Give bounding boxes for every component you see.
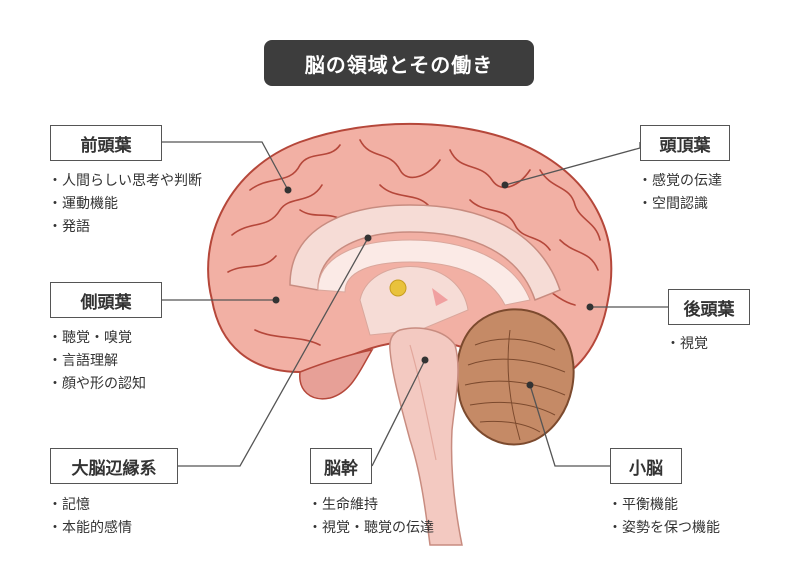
list-frontal-functions: 人間らしい思考や判断 運動機能 発語 [48,170,202,239]
list-limbic-functions: 記憶 本能的感情 [48,494,132,540]
label-limbic-system: 大脳辺縁系 [50,448,178,484]
list-item: 生命維持 [308,494,434,517]
list-item: 感覚の伝達 [638,170,722,193]
cerebellum-folia [464,329,566,441]
list-temporal-functions: 聴覚・嗅覚 言語理解 顔や形の認知 [48,327,146,396]
diagram-title: 脳の領域とその働き [264,40,534,86]
list-item: 聴覚・嗅覚 [48,327,146,350]
list-item: 人間らしい思考や判断 [48,170,202,193]
pineal [432,288,448,306]
list-cerebellum-functions: 平衡機能 姿勢を保つ機能 [608,494,720,540]
list-item: 記憶 [48,494,132,517]
list-item: 姿勢を保つ機能 [608,517,720,540]
list-parietal-functions: 感覚の伝達 空間認識 [638,170,722,216]
label-occipital-lobe: 後頭葉 [668,289,750,325]
list-occipital-functions: 視覚 [666,333,708,356]
label-frontal-lobe: 前頭葉 [50,125,162,161]
list-brainstem-functions: 生命維持 視覚・聴覚の伝達 [308,494,434,540]
label-brainstem: 脳幹 [310,448,372,484]
cerebellum-shape [456,308,575,446]
list-item: 視覚 [666,333,708,356]
leader-dots [272,181,594,389]
label-cerebellum: 小脳 [610,448,682,484]
label-parietal-lobe: 頭頂葉 [640,125,730,161]
diencephalon [359,266,469,336]
list-item: 発語 [48,216,202,239]
list-item: 視覚・聴覚の伝達 [308,517,434,540]
list-item: 顔や形の認知 [48,373,146,396]
brainstem-shape [389,327,463,546]
label-temporal-lobe: 側頭葉 [50,282,162,318]
thalamus-dot [389,279,407,297]
list-item: 本能的感情 [48,517,132,540]
list-item: 言語理解 [48,350,146,373]
list-item: 空間認識 [638,193,722,216]
corpus-callosum [317,239,531,306]
list-item: 平衡機能 [608,494,720,517]
list-item: 運動機能 [48,193,202,216]
temporal-lower [299,348,374,400]
